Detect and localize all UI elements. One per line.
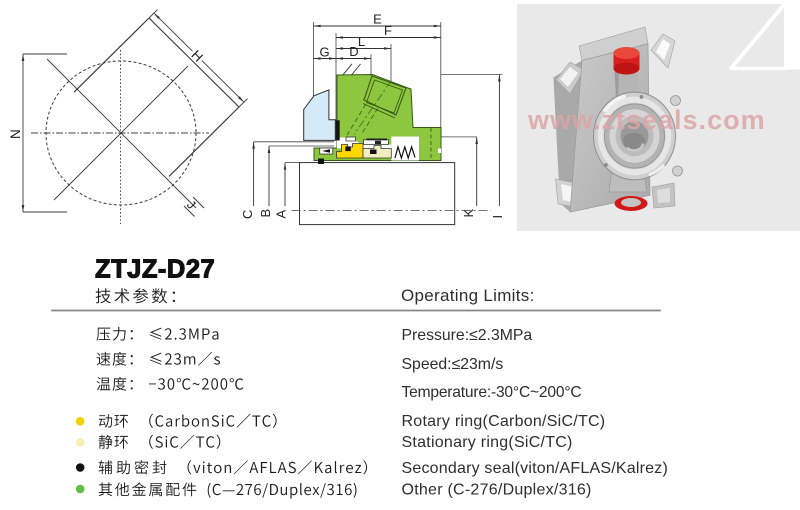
svg-text:A: A (274, 210, 289, 219)
svg-text:Secondary seal(viton/AFLAS/Kal: Secondary seal(viton/AFLAS/Kalrez) (402, 460, 668, 477)
svg-text:Other (C-276/Duplex/316): Other (C-276/Duplex/316) (402, 482, 592, 499)
svg-text:N: N (8, 129, 23, 139)
svg-text:Stationary ring(SiC/TC): Stationary ring(SiC/TC) (402, 434, 573, 451)
svg-text:www.ztseals.com: www.ztseals.com (527, 105, 766, 135)
svg-text:Operating Limits:: Operating Limits: (401, 286, 535, 305)
svg-text:K: K (461, 209, 476, 218)
svg-text:L: L (358, 34, 365, 49)
svg-text:B: B (258, 209, 273, 218)
svg-text:Pressure:≤2.3MPa: Pressure:≤2.3MPa (402, 327, 533, 344)
svg-text:E: E (373, 12, 382, 27)
svg-text:Temperature:-30°C~200°C: Temperature:-30°C~200°C (402, 384, 582, 401)
svg-text:Speed:≤23m/s: Speed:≤23m/s (402, 356, 504, 373)
svg-text:I: I (490, 215, 505, 219)
svg-text:G: G (319, 45, 329, 60)
svg-text:Rotary ring(Carbon/SiC/TC): Rotary ring(Carbon/SiC/TC) (402, 413, 606, 430)
svg-text:F: F (384, 23, 392, 38)
svg-text:C: C (240, 210, 255, 219)
svg-text:D: D (349, 44, 358, 59)
svg-text:ZTJZ-D27: ZTJZ-D27 (95, 256, 215, 284)
